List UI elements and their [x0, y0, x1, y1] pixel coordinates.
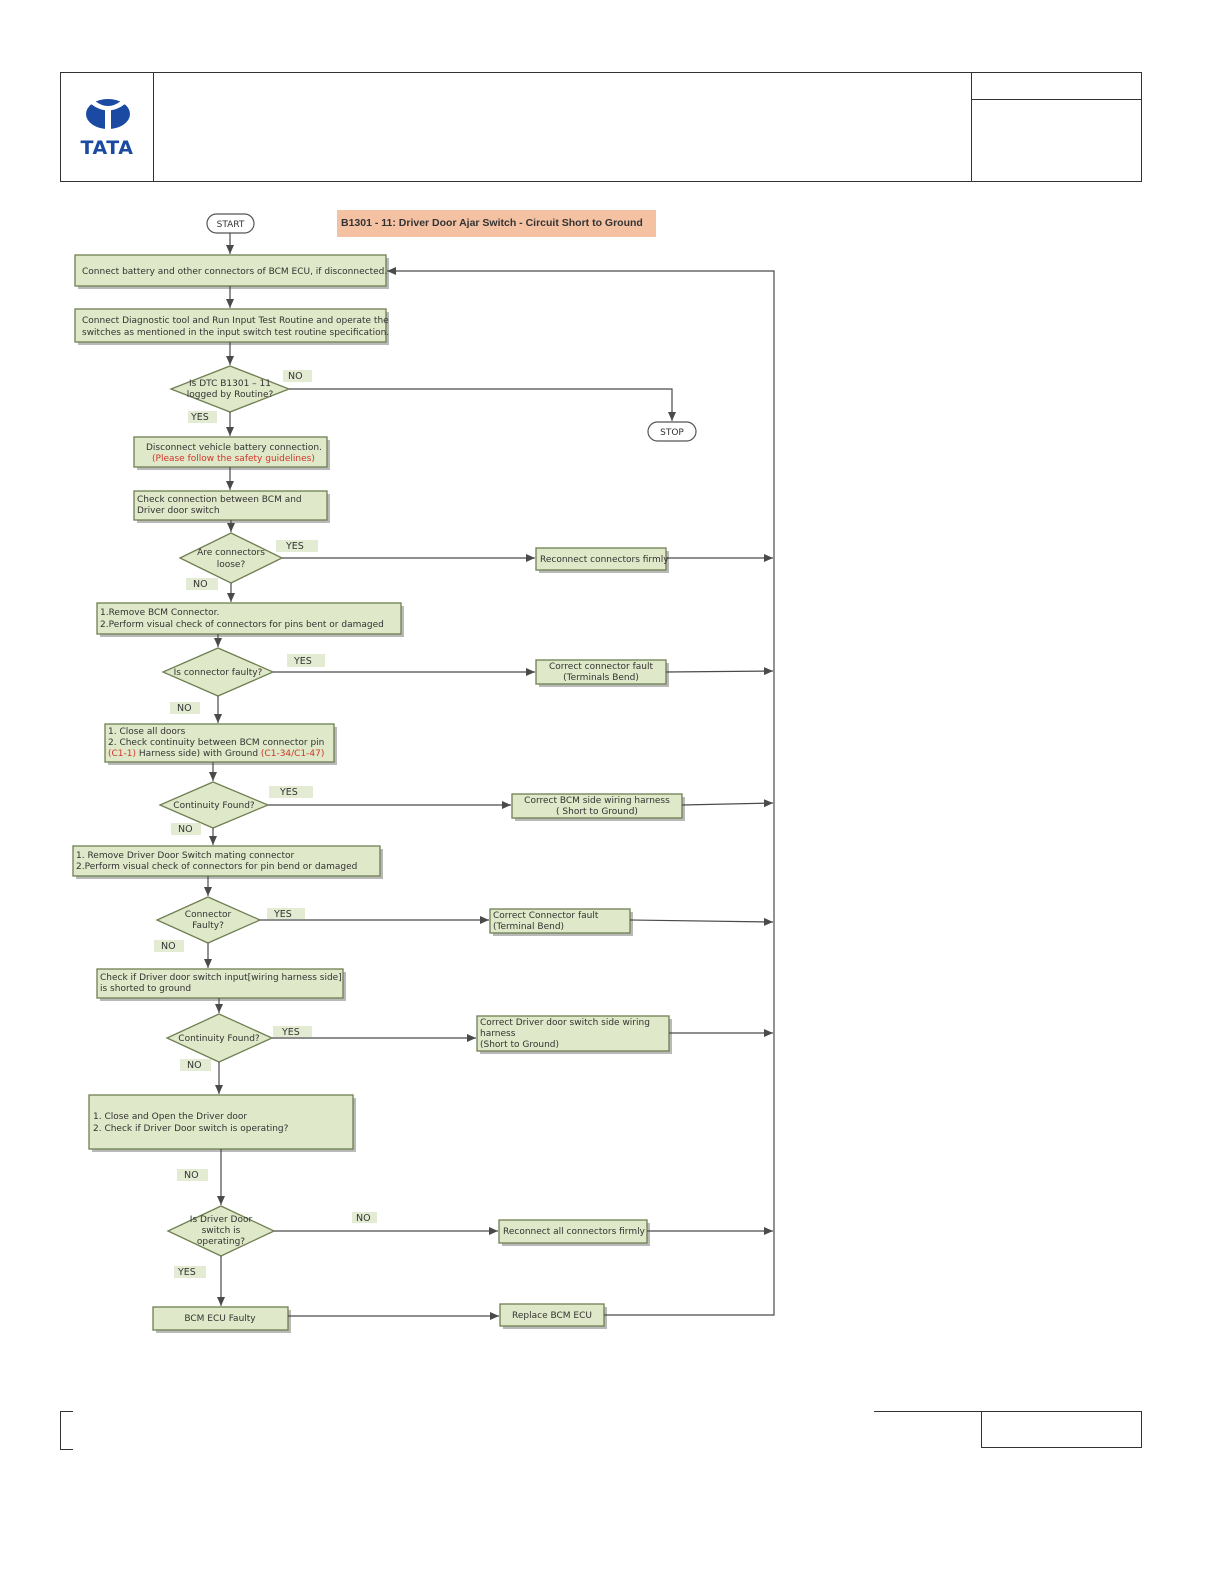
- label-no-5: NO: [161, 941, 176, 952]
- step-check-continuity-line3: (C1-1) Harness side) with Ground (C1-34/…: [108, 749, 324, 759]
- action-reconnect-connectors-text: Reconnect connectors firmly: [540, 555, 669, 565]
- step-check-continuity-line1: 1. Close all doors: [108, 727, 186, 737]
- action-replace-bcm-ecu-text: Replace BCM ECU: [512, 1311, 592, 1321]
- header-info-cell: [971, 73, 1141, 181]
- label-no-1: NO: [288, 371, 303, 382]
- action-reconnect-all-connectors-text: Reconnect all connectors firmly: [503, 1227, 646, 1237]
- decision-connectors-loose-line2: loose?: [217, 560, 246, 570]
- document-header: TATA: [60, 72, 1142, 182]
- ground-pin-ref: (C1-34/C1-47): [261, 749, 324, 759]
- decision-connector-faulty-2-line1: Connector: [185, 910, 232, 920]
- step-run-input-test-line1: Connect Diagnostic tool and Run Input Te…: [82, 316, 389, 326]
- step-check-connection-line2: Driver door switch: [137, 506, 220, 516]
- step-operate-driver-door-line2: 2. Check if Driver Door switch is operat…: [93, 1124, 289, 1134]
- label-no-7: NO: [184, 1170, 199, 1181]
- label-no-3: NO: [177, 703, 192, 714]
- stop-terminal: [647, 421, 697, 442]
- step-check-connection: [133, 490, 328, 521]
- title-banner: [337, 210, 656, 237]
- label-yes-1: YES: [190, 412, 209, 423]
- action-correct-connector-fault: [535, 659, 667, 685]
- label-yes-2: YES: [285, 541, 304, 552]
- action-correct-bcm-harness-line1: Correct BCM side wiring harness: [524, 796, 670, 806]
- step-remove-bcm-connector-line1: 1.Remove BCM Connector.: [100, 608, 219, 618]
- logo-wordmark: TATA: [80, 137, 134, 159]
- label-no-4: NO: [178, 824, 193, 835]
- decision-switch-operating-line1: Is Driver Door: [190, 1215, 253, 1225]
- action-correct-switch-harness-line2: harness: [480, 1029, 516, 1039]
- step-run-input-test: [74, 308, 387, 343]
- decision-continuity-found-2-text: Continuity Found?: [178, 1034, 260, 1044]
- step-check-connection-line1: Check connection between BCM and: [137, 495, 302, 505]
- step-remove-door-switch-line1: 1. Remove Driver Door Switch mating conn…: [76, 851, 294, 861]
- label-yes-7: YES: [177, 1267, 196, 1278]
- label-no-8: NO: [356, 1213, 371, 1224]
- decision-connectors-loose-line1: Are connectors: [197, 548, 265, 558]
- decision-connector-faulty-text: Is connector faulty?: [174, 668, 263, 678]
- action-correct-switch-harness-line1: Correct Driver door switch side wiring: [480, 1018, 650, 1028]
- decision-dtc-logged-line1: Is DTC B1301 – 11: [189, 379, 271, 389]
- decision-connectors-loose: [178, 532, 284, 584]
- step-remove-door-switch-connector: [72, 845, 381, 877]
- step-bcm-ecu-faulty: [152, 1306, 289, 1331]
- step-run-input-test-line2: switches as mentioned in the input switc…: [82, 328, 389, 338]
- action-correct-bcm-harness: [511, 793, 683, 819]
- step-check-switch-short-line1: Check if Driver door switch input[wiring…: [100, 973, 342, 983]
- decision-switch-operating-line2: switch is: [202, 1226, 241, 1236]
- start-label: START: [217, 220, 245, 230]
- bcm-pin-ref: (C1-1): [108, 749, 136, 759]
- step-remove-door-switch-line2: 2.Perform visual check of connectors for…: [76, 862, 357, 872]
- step-operate-driver-door-line1: 1. Close and Open the Driver door: [93, 1112, 247, 1122]
- label-yes-6: YES: [281, 1027, 300, 1038]
- action-correct-connector-fault-line1: Correct connector fault: [549, 662, 654, 672]
- stop-label: STOP: [660, 428, 684, 438]
- footer-page-box: [981, 1411, 1142, 1448]
- label-no-6: NO: [187, 1060, 202, 1071]
- label-yes-3: YES: [293, 656, 312, 667]
- action-correct-connector-terminal: [489, 908, 631, 934]
- step-disconnect-battery-line1: Disconnect vehicle battery connection.: [146, 443, 322, 453]
- footer-rule: [874, 1411, 981, 1412]
- decision-connector-faulty-2: [155, 896, 262, 944]
- harness-ground-text: Harness side) with Ground: [136, 749, 261, 759]
- decision-switch-operating-line3: operating?: [197, 1237, 245, 1247]
- decision-dtc-logged-line2: logged by Routine?: [187, 390, 274, 400]
- action-correct-connector-terminal-line1: Correct Connector fault: [493, 911, 599, 921]
- decision-continuity-found-1-text: Continuity Found?: [173, 801, 255, 811]
- action-correct-switch-harness-line3: (Short to Ground): [480, 1040, 559, 1050]
- decision-connector-faulty-2-line2: Faulty?: [192, 921, 224, 931]
- step-check-continuity-line2: 2. Check continuity between BCM connecto…: [108, 738, 324, 748]
- action-correct-bcm-harness-line2: ( Short to Ground): [556, 807, 638, 817]
- step-operate-driver-door: [88, 1094, 354, 1150]
- step-check-switch-short-line2: is shorted to ground: [100, 984, 191, 994]
- step-check-switch-short: [96, 968, 344, 999]
- step-connect-battery-text: Connect battery and other connectors of …: [82, 267, 387, 277]
- action-correct-connector-terminal-line2: (Terminal Bend): [493, 922, 564, 932]
- label-no-2: NO: [193, 579, 208, 590]
- tata-logo-icon: [86, 99, 130, 129]
- step-remove-bcm-connector: [96, 602, 402, 635]
- safety-warning-text: (Please follow the safety guidelines): [152, 454, 315, 464]
- logo-cell: TATA: [61, 73, 154, 181]
- step-connect-battery: [74, 254, 387, 287]
- step-bcm-ecu-faulty-text: BCM ECU Faulty: [184, 1314, 256, 1324]
- footer-left-bracket: [60, 1411, 73, 1450]
- action-correct-connector-fault-line2: (Terminals Bend): [563, 673, 639, 683]
- decision-dtc-logged: [169, 365, 291, 413]
- label-yes-4: YES: [279, 787, 298, 798]
- flow-connectors: [204, 233, 775, 1320]
- step-check-continuity-bcm: [104, 723, 335, 763]
- flowchart-title: B1301 - 11: Driver Door Ajar Switch - Ci…: [341, 217, 643, 229]
- label-yes-5: YES: [273, 909, 292, 920]
- action-reconnect-connectors: [535, 547, 667, 571]
- step-remove-bcm-connector-line2: 2.Perform visual check of connectors for…: [100, 620, 384, 630]
